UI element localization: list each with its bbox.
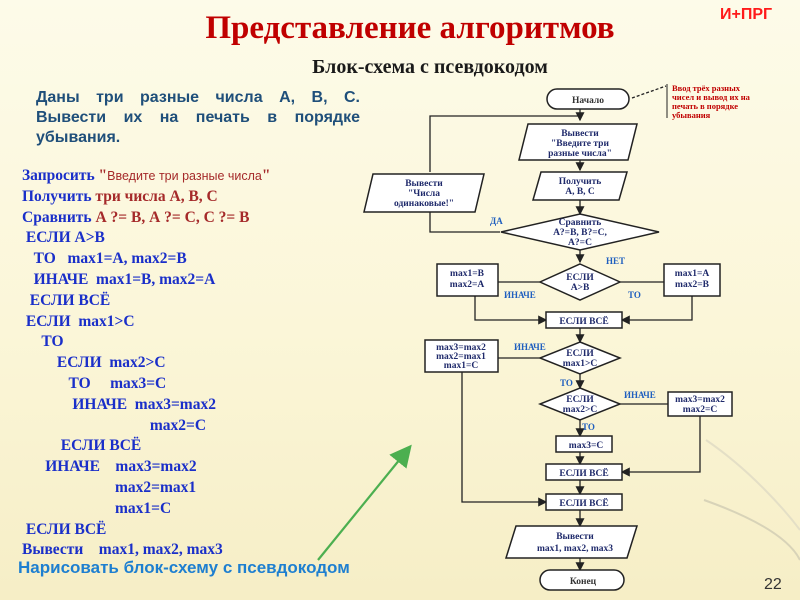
- if-max1c-line: max1>C: [563, 359, 598, 369]
- green-arrow: [317, 444, 412, 561]
- pseudocode-keyword: ЕСЛИ max2>C: [22, 354, 166, 372]
- else-label: ИНАЧЕ: [624, 390, 656, 400]
- assign-shift-line: max2=max1: [436, 352, 486, 362]
- pseudocode-line: ТО: [22, 333, 64, 351]
- pseudocode-line: ИНАЧЕ max3=max2: [22, 458, 197, 476]
- else-label: ИНАЧЕ: [504, 290, 536, 300]
- output-same-line: Вывести: [405, 179, 443, 189]
- assign-max3max2-line: max2=C: [683, 405, 718, 415]
- pseudocode-keyword: ИНАЧЕ max3=max2: [22, 395, 216, 413]
- assign-ba-line: max1=B: [450, 269, 485, 279]
- compare-line: А?=В, В?=С,: [553, 228, 607, 238]
- output-same-line: одинаковые!": [394, 199, 454, 209]
- pseudocode-line: ЕСЛИ ВСЁ: [22, 520, 107, 539]
- if-max2c-line: max2>C: [563, 405, 598, 415]
- slide-subtitle: Блок-схема с псевдокодом: [312, 56, 548, 78]
- pseudocode-line: ЕСЛИ max2>C: [22, 354, 166, 372]
- input-line: А, В, С: [565, 187, 595, 197]
- assign-shift-line: max3=max2: [436, 343, 486, 353]
- start-terminal: Начало: [572, 96, 604, 106]
- pseudocode-argument: ": [98, 167, 108, 184]
- end-terminal: Конец: [570, 577, 597, 587]
- endif-box: ЕСЛИ ВСЁ: [559, 496, 608, 509]
- pseudocode-keyword: Получить: [22, 187, 96, 205]
- pseudocode-keyword: ЕСЛИ ВСЁ: [22, 291, 111, 309]
- compare-line: Сравнить: [559, 218, 602, 228]
- decorative-swoosh: [703, 439, 800, 561]
- output-result-line: max1, max2, max3: [537, 544, 613, 554]
- output-same-line: "Числа: [408, 189, 440, 199]
- bottom-instruction: Нарисовать блок-схему с псевдокодом: [18, 558, 350, 577]
- output-prompt-line: Вывести: [561, 129, 599, 139]
- else-label: ИНАЧЕ: [514, 342, 546, 352]
- pseudocode-line: ИНАЧЕ max3=max2: [22, 396, 216, 414]
- assign-shift-line: max1=C: [444, 361, 479, 371]
- pseudocode-keyword: ЕСЛИ max1>C: [22, 312, 135, 330]
- note-line: Ввод трёх разных: [672, 83, 741, 93]
- pseudocode-line: Получить три числа А, В, С: [22, 188, 218, 206]
- if-ab-line: ЕСЛИ: [566, 273, 594, 283]
- if-ab-line: А>В: [571, 283, 590, 293]
- assign-ab-line: max1=A: [675, 269, 710, 279]
- pseudocode-keyword: ТО max3=C: [22, 375, 167, 392]
- output-prompt-line: разные числа": [548, 149, 612, 159]
- endif-box: ЕСЛИ ВСЁ: [559, 466, 608, 479]
- input-line: Получить: [559, 177, 602, 187]
- then-label: ТО: [560, 378, 573, 388]
- note-line: печать в порядке: [672, 101, 738, 111]
- pseudocode-keyword: Сравнить: [22, 208, 96, 226]
- pseudocode-keyword: max1=C: [22, 499, 172, 517]
- endif-box: ЕСЛИ ВСЁ: [559, 314, 608, 327]
- pseudocode-line: ТО max3=C: [22, 375, 167, 393]
- pseudocode-line: ТО max1=A, max2=B: [22, 250, 187, 268]
- pseudocode-argument: три числа А, В, С: [95, 187, 218, 205]
- pseudocode-line: ЕСЛИ ВСЁ: [22, 291, 111, 310]
- pseudocode-keyword: ЕСЛИ А>B: [22, 229, 105, 247]
- slide-title: Представление алгоритмов: [205, 10, 615, 46]
- pseudocode-keyword: ТО: [22, 333, 64, 351]
- task-description: Даны три разные числа А, В, С. Вывести и…: [36, 89, 360, 146]
- pseudocode-line: Запросить "Введите три разные числа": [22, 167, 270, 185]
- pseudocode-line: max2=C: [22, 417, 206, 435]
- pseudocode-line: ЕСЛИ ВСЁ: [22, 437, 142, 455]
- pseudocode-line: max2=max1: [22, 479, 196, 497]
- pseudocode-line: ЕСЛИ А>B: [22, 229, 105, 247]
- course-badge: И+ПРГ: [720, 6, 773, 23]
- pseudocode-line: Вывести max1, max2, max3: [22, 541, 223, 559]
- pseudocode-line: ИНАЧЕ max1=B, max2=A: [22, 271, 216, 289]
- pseudocode-keyword: Запросить: [22, 167, 99, 184]
- if-max2c-line: ЕСЛИ: [566, 395, 594, 405]
- pseudocode-line: ЕСЛИ max1>C: [22, 313, 135, 331]
- pseudocode-quote: ": [261, 167, 271, 184]
- assign-max3max2-line: max3=max2: [675, 395, 725, 405]
- output-result-line: Вывести: [556, 532, 594, 542]
- output-prompt-line: "Введите три: [551, 139, 609, 149]
- pseudocode-keyword: ТО max1=A, max2=B: [22, 250, 187, 268]
- pseudocode-line: Сравнить А ?= В, А ?= С, С ?= В: [22, 209, 249, 227]
- pseudocode-keyword: max2=max1: [22, 479, 197, 496]
- pseudocode-line: max1=C: [22, 500, 171, 518]
- note-line: чисел и вывод их на: [672, 92, 751, 102]
- pseudocode-keyword: ЕСЛИ ВСЁ: [22, 437, 142, 455]
- if-max1c-line: ЕСЛИ: [566, 349, 594, 359]
- yes-label: ДА: [490, 216, 503, 226]
- slide-number: 22: [764, 576, 782, 593]
- pseudocode-argument: А ?= В, А ?= С, С ?= В: [95, 208, 250, 226]
- then-label: ТО: [582, 422, 595, 432]
- pseudocode-keyword: ИНАЧЕ max1=B, max2=A: [22, 271, 216, 288]
- then-label: ТО: [628, 290, 641, 300]
- assign-ab-line: max2=B: [675, 280, 710, 290]
- assign-max3c-box: max3=C: [569, 441, 604, 451]
- pseudocode-keyword: Вывести max1, max2, max3: [22, 541, 223, 559]
- no-label: НЕТ: [606, 256, 625, 266]
- pseudocode-keyword: max2=C: [22, 416, 207, 434]
- note-line: убывания: [672, 110, 711, 120]
- compare-line: А?=С: [568, 238, 592, 248]
- assign-ba-line: max2=A: [450, 280, 485, 290]
- pseudocode-keyword: ЕСЛИ ВСЁ: [22, 520, 107, 538]
- pseudocode-prompt: Введите три разные числа: [107, 169, 262, 183]
- pseudocode-keyword: ИНАЧЕ max3=max2: [22, 458, 197, 476]
